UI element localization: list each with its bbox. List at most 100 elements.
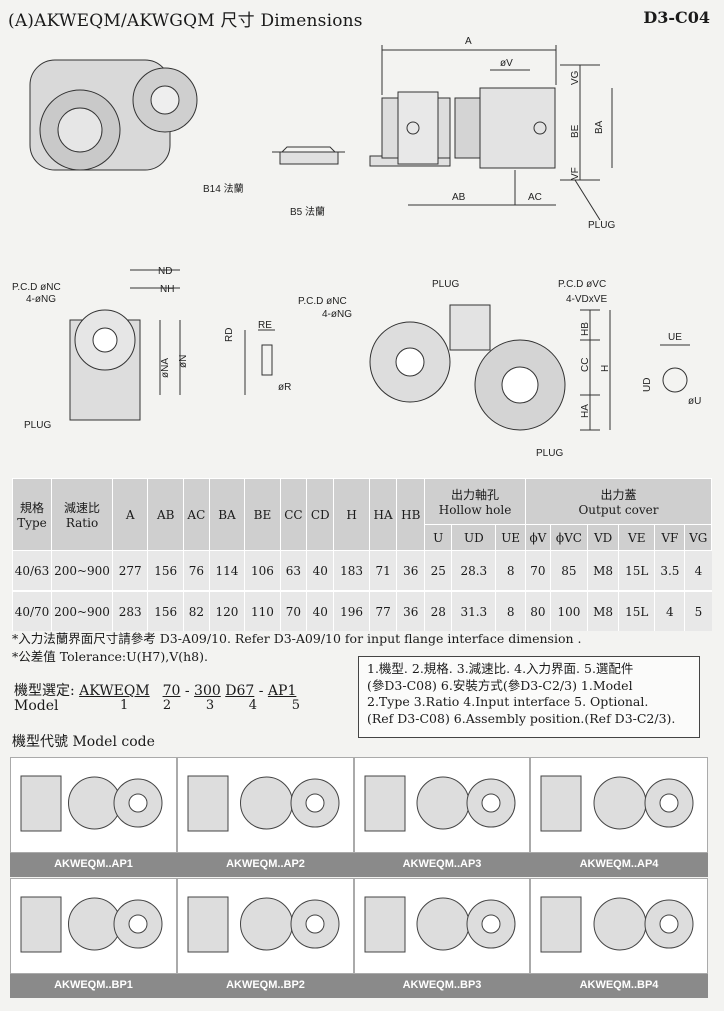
label-ha: HA	[580, 404, 591, 418]
table-cell: 40/70	[12, 590, 52, 631]
label-ba: BA	[594, 120, 605, 134]
model-num: 4	[248, 698, 258, 713]
model-code-drawing	[530, 757, 708, 853]
label-b5: B5 法蘭	[290, 205, 325, 218]
model-code-drawing	[354, 878, 530, 974]
table-cell: 25	[424, 550, 452, 591]
table-cell: 4	[654, 590, 685, 631]
label-h: H	[600, 365, 611, 372]
table-cell: 40/63	[12, 550, 52, 591]
label-plug-bottom: PLUG	[536, 448, 563, 459]
page-title: (A)AKWEQM/AKWGQM 尺寸 Dimensions	[8, 11, 363, 31]
th-col: HB	[396, 478, 426, 551]
note-input-flange: *入力法蘭界面尺寸請參考 D3-A09/10. Refer D3-A09/10 …	[12, 631, 582, 646]
th-col: CD	[306, 478, 335, 551]
model-code-label: AKWEQM..AP3	[354, 853, 530, 877]
th-cover-col: VF	[654, 524, 686, 551]
table-cell: 196	[333, 590, 370, 631]
table-cell: 156	[147, 550, 184, 591]
model-code-drawing	[177, 757, 354, 853]
th-ratio: 減速比 Ratio	[51, 478, 113, 551]
label-4ng-left: 4-øNG	[26, 294, 56, 305]
label-re: RE	[258, 320, 272, 331]
th-col: H	[333, 478, 370, 551]
label-plug-left: PLUG	[24, 420, 51, 431]
label-vdve: 4-VDxVE	[566, 294, 607, 305]
table-cell: 76	[182, 550, 210, 591]
table-cell: 82	[182, 590, 210, 631]
th-hollow-hole: 出力軸孔 Hollow hole	[424, 478, 526, 525]
table-cell: 4	[684, 550, 712, 591]
label-ab: AB	[452, 192, 466, 203]
model-code-label: AKWEQM..BP2	[177, 974, 354, 998]
table-cell: 106	[244, 550, 281, 591]
dimension-drawings: A øV VG BE BA VF AB AC PLUG B14 法蘭 B5 法蘭…	[12, 36, 701, 459]
model-legend-box: 1.機型. 2.規格. 3.減速比. 4.入力界面. 5.選配件 (參D3-C0…	[358, 656, 700, 738]
table-cell: 80	[524, 590, 551, 631]
label-a: A	[465, 36, 472, 47]
label-hb: HB	[580, 322, 591, 336]
table-cell: 277	[111, 550, 148, 591]
table-cell: M8	[586, 550, 619, 591]
table-cell: 8	[495, 590, 526, 631]
model-num: 2	[162, 698, 172, 713]
label-v: øV	[500, 58, 513, 69]
model-sep: -	[258, 683, 264, 699]
label-nd: ND	[158, 266, 172, 277]
th-type: 規格 Type	[12, 478, 52, 551]
label-plug-top: PLUG	[588, 220, 615, 231]
model-code-title: 機型代號 Model code	[12, 734, 155, 750]
th-cover-col: VE	[618, 524, 656, 551]
th-col: HA	[368, 478, 398, 551]
model-code-drawing	[354, 757, 530, 853]
table-cell: 283	[111, 590, 148, 631]
label-na: øNA	[160, 358, 171, 378]
table-cell: 183	[333, 550, 370, 591]
gearbox-3d-illustration	[29, 59, 198, 171]
model-part-1: AKWEQM	[79, 683, 150, 699]
note-tolerance: *公差值 Tolerance:U(H7),V(h8).	[12, 649, 208, 664]
table-cell: 63	[279, 550, 307, 591]
model-part-2: 70	[162, 683, 181, 699]
table-cell: 36	[396, 590, 425, 631]
label-vg: VG	[570, 70, 581, 85]
model-select-label: 機型選定:	[14, 683, 75, 699]
center-view-drawing	[369, 304, 611, 431]
side-view-drawing	[381, 45, 613, 221]
table-cell: 200~900	[51, 550, 113, 591]
model-selection: 機型選定: AKWEQM 70 - 300 D67 - AP1	[14, 680, 296, 700]
label-n: øN	[178, 355, 189, 368]
table-cell: M8	[586, 590, 619, 631]
key-detail-drawing	[244, 329, 275, 395]
table-cell: 100	[549, 590, 588, 631]
label-u: øU	[688, 396, 701, 407]
table-cell: 40	[306, 550, 334, 591]
label-be: BE	[570, 124, 581, 138]
table-cell: 28	[424, 590, 452, 631]
th-output-cover: 出力蓋 Output cover	[524, 478, 713, 525]
model-code-drawing	[10, 878, 177, 974]
th-col: AC	[182, 478, 210, 551]
label-pcd-nc-center: P.C.D øNC	[298, 296, 347, 307]
label-4ng-center: 4-øNG	[322, 309, 352, 320]
table-cell: 3.5	[654, 550, 685, 591]
dimension-table: 規格 Type 減速比 Ratio A AB AC BA BE CC CD H …	[12, 478, 713, 631]
model-numbers: 1 2 3 4 5	[120, 698, 300, 713]
legend-line: 2.Type 3.Ratio 4.Input interface 5. Opti…	[367, 694, 649, 709]
table-cell: 200~900	[51, 590, 113, 631]
b14-flange-drawing	[272, 146, 345, 165]
model-code-label: AKWEQM..AP2	[177, 853, 354, 877]
table-cell: 85	[549, 550, 588, 591]
th-col: BA	[208, 478, 246, 551]
th-col: CC	[279, 478, 308, 551]
page-code: D3-C04	[643, 8, 710, 27]
label-plug-center: PLUG	[432, 279, 459, 290]
table-cell: 77	[368, 590, 397, 631]
th-hollow-col: UD	[451, 524, 497, 551]
legend-line: 1.機型. 2.規格. 3.減速比. 4.入力界面. 5.選配件	[367, 661, 634, 676]
th-col: A	[111, 478, 149, 551]
table-cell: 156	[147, 590, 184, 631]
label-ue: UE	[668, 332, 682, 343]
model-part-4: D67	[225, 683, 255, 699]
